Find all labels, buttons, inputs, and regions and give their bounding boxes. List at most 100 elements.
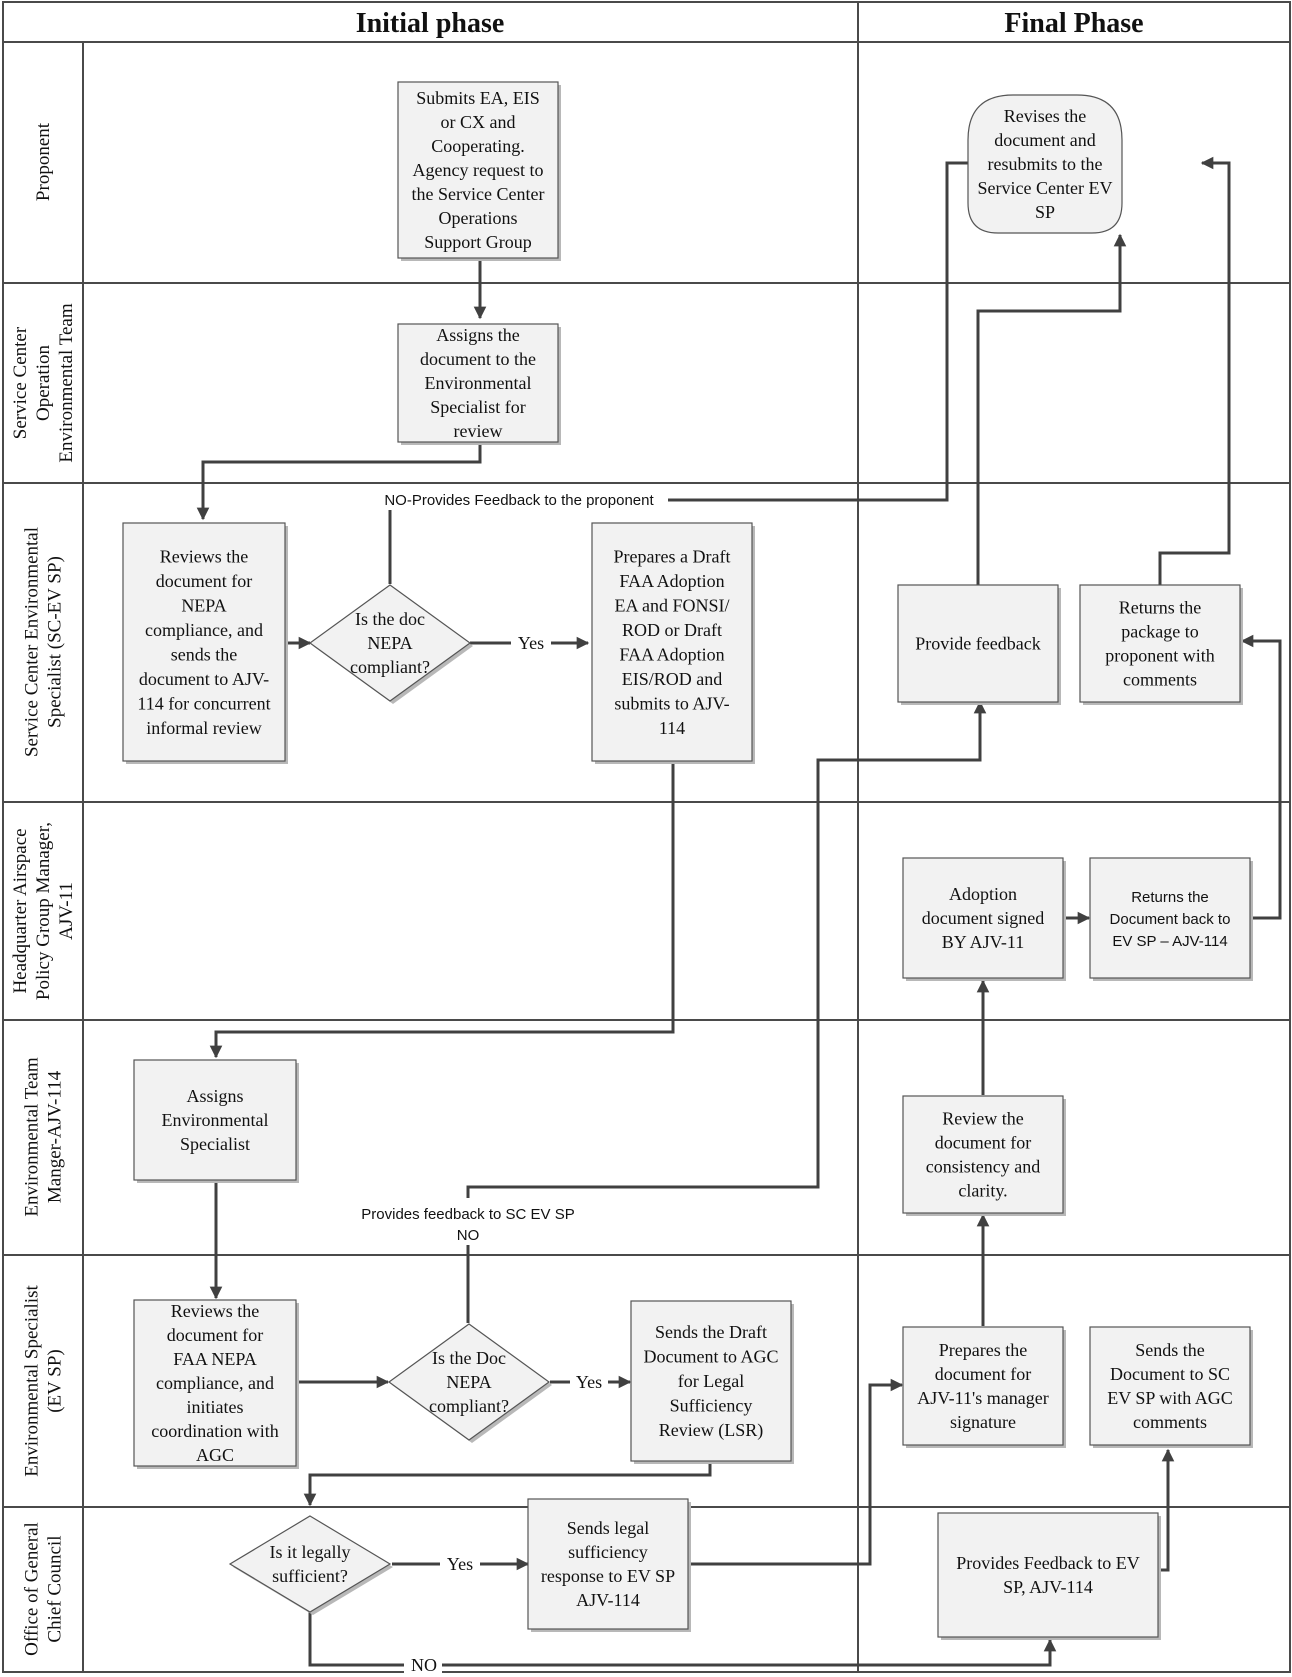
revise-resubmit-box-text: Service Center EV <box>978 178 1113 198</box>
sends-document-sc-box-text: comments <box>1133 1412 1207 1432</box>
edge-label-no-legal: NO <box>411 1655 437 1675</box>
submit-request-box-text: Agency request to <box>413 160 544 180</box>
provide-feedback-box-text: Provide feedback <box>915 634 1040 654</box>
lane-label-0: Proponent <box>33 122 54 201</box>
phase-final: Final Phase <box>1004 8 1143 39</box>
review-consistency-box: Review the document for consistency and cla… <box>902 1095 1066 1216</box>
prepare-draft-box-text: submits to AJV- <box>614 693 729 713</box>
review-faa-nepa-box-text: Reviews the <box>171 1301 259 1321</box>
provide-feedback-box: Provide feedback <box>897 584 1061 705</box>
revise-resubmit-box-text: document and <box>994 130 1095 150</box>
edge-label-yes-doc: Yes <box>576 1372 602 1392</box>
decision-doc-nepa-compliant-text: Is the Doc <box>432 1348 506 1368</box>
returns-package-box-text: proponent with <box>1105 646 1215 666</box>
submit-request-box-text: the Service Center <box>412 184 545 204</box>
assign-document-box-text: review <box>454 421 503 441</box>
lane-label-line: Chief Council <box>45 1535 66 1642</box>
prepares-signature-box-text: signature <box>950 1412 1016 1432</box>
review-faa-nepa-box-text: coordination with <box>151 1421 278 1441</box>
prepare-draft-box-text: ROD or Draft <box>622 620 722 640</box>
edge-label-feedback-sc: Provides feedback to SC EV SP <box>361 1206 574 1223</box>
sends-draft-agc-box-text: for Legal <box>678 1371 744 1391</box>
review-faa-nepa-box-text: initiates <box>187 1397 244 1417</box>
adoption-signed-box-text: Adoption <box>949 884 1017 904</box>
review-nepa-box-text: document to AJV- <box>139 669 269 689</box>
lane-label-line: Environmental Specialist <box>22 1285 43 1477</box>
prepare-draft-box-text: 114 <box>659 718 685 738</box>
lane-label-line: Environmental Team <box>22 1057 43 1216</box>
returns-package-box-text: comments <box>1123 670 1197 690</box>
decision-nepa-compliant-text: Is the doc <box>355 609 425 629</box>
assigns-specialist-box-text: Assigns <box>186 1086 243 1106</box>
lane-label-line: Specialist (SC-EV SP) <box>45 556 66 728</box>
review-nepa-box-text: document for <box>156 571 252 591</box>
sends-draft-agc-box-text: Sufficiency <box>670 1396 753 1416</box>
edge-label-yes-legal: Yes <box>447 1554 473 1574</box>
sends-legal-response-box-text: sufficiency <box>568 1542 648 1562</box>
returns-package-box-text: Returns the <box>1119 598 1202 618</box>
review-consistency-box-text: document for <box>935 1133 1031 1153</box>
revise-resubmit-box-text: resubmits to the <box>988 154 1103 174</box>
sends-draft-agc-box-text: Review (LSR) <box>659 1420 763 1441</box>
prepare-draft-box-text: FAA Adoption <box>619 571 724 591</box>
lane-label-line: Proponent <box>33 122 54 201</box>
lane-label-line: AJV-11 <box>56 882 77 940</box>
decision-legally-sufficient-text: Is it legally <box>270 1542 351 1562</box>
adoption-signed-box-text: document signed <box>922 908 1044 928</box>
returns-document-box-text: Document back to <box>1110 911 1231 928</box>
sends-document-sc-box-text: Document to SC <box>1110 1364 1230 1384</box>
decision-legally-sufficient-text: sufficient? <box>272 1566 348 1586</box>
provides-feedback-ev-box-text: SP, AJV-114 <box>1003 1577 1093 1597</box>
prepares-signature-box-text: Prepares the <box>939 1340 1027 1360</box>
sends-draft-agc-box-text: Document to AGC <box>644 1347 779 1367</box>
lane-label-line: Service Center <box>10 326 31 439</box>
lane-label-line: Operation <box>33 345 54 421</box>
assigns-specialist-box-text: Specialist <box>180 1134 250 1154</box>
sends-legal-response-box-text: Sends legal <box>567 1518 650 1538</box>
submit-request-box-text: Support Group <box>424 232 532 252</box>
returns-document-box-text: Returns the <box>1131 889 1209 906</box>
decision-nepa-compliant-text: NEPA <box>367 633 412 653</box>
decision-doc-nepa-compliant-text: compliant? <box>429 1396 509 1416</box>
edge-label-no-proponent: NO-Provides Feedback to the proponent <box>384 492 654 509</box>
prepares-signature-box-text: AJV-11's manager <box>917 1388 1048 1408</box>
edge-label-yes-nepa: Yes <box>518 633 544 653</box>
review-consistency-box-text: Review the <box>942 1109 1023 1129</box>
decision-nepa-compliant-text: compliant? <box>350 657 430 677</box>
assign-document-box-text: Specialist for <box>430 397 525 417</box>
lane-label-line: Service Center Environmental <box>22 527 43 757</box>
review-consistency-box-text: clarity. <box>958 1181 1007 1201</box>
edge-label-no-doc: NO <box>457 1227 480 1244</box>
prepare-draft-box-text: EIS/ROD and <box>622 669 723 689</box>
sends-draft-agc-box-text: Sends the Draft <box>655 1322 767 1342</box>
lane-label-line: Environmental Team <box>56 303 77 462</box>
lane-label-line: (EV SP) <box>45 1349 66 1413</box>
lane-label-line: Headquarter Airspace <box>10 828 31 993</box>
review-nepa-box-text: Reviews the <box>160 546 248 566</box>
lane-label-line: Office of General <box>22 1522 43 1656</box>
review-nepa-box-text: NEPA <box>181 595 226 615</box>
phase-initial: Initial phase <box>356 8 505 39</box>
review-consistency-box-text: consistency and <box>926 1157 1040 1177</box>
assigns-specialist-box-text: Environmental <box>162 1110 269 1130</box>
adoption-signed-box-text: BY AJV-11 <box>942 932 1025 952</box>
